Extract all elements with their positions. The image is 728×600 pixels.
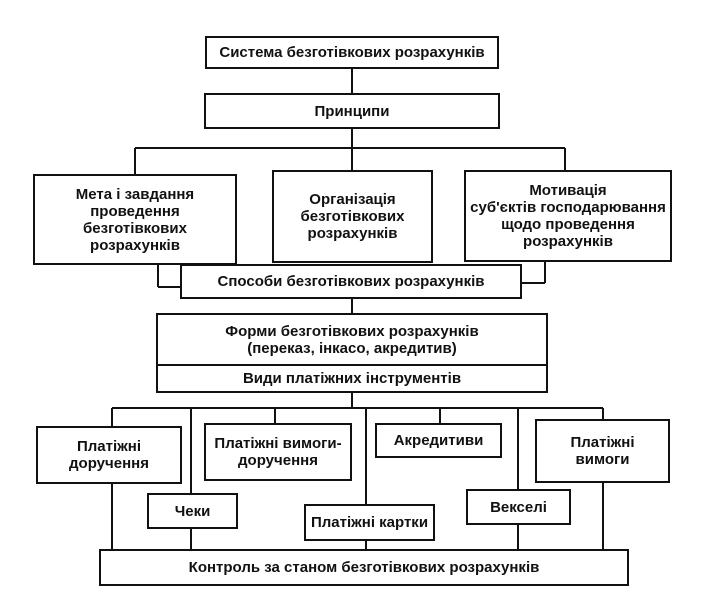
- node-demand-orders: Платіжні вимоги- доручення: [204, 423, 352, 481]
- node-payment-cards: Платіжні картки: [304, 504, 435, 541]
- node-goal: Мета і завдання проведення безготівкових…: [33, 174, 237, 265]
- node-bills: Векселі: [466, 489, 571, 525]
- node-motivation: Мотивація суб'єктів господарювання щодо …: [464, 170, 672, 262]
- node-principles: Принципи: [204, 93, 500, 129]
- node-organization: Організація безготівкових розрахунків: [272, 170, 433, 263]
- node-methods: Способи безготівкових розрахунків: [180, 264, 522, 299]
- node-payment-orders: Платіжні доручення: [36, 426, 182, 484]
- node-system: Система безготівкових розрахунків: [205, 36, 499, 69]
- node-instruments: Види платіжних інструментів: [156, 364, 548, 393]
- node-forms: Форми безготівкових розрахунків (переказ…: [156, 313, 548, 366]
- node-letters-of-credit: Акредитиви: [375, 423, 502, 458]
- node-control: Контроль за станом безготівкових розраху…: [99, 549, 629, 586]
- node-payment-demands: Платіжні вимоги: [535, 419, 670, 483]
- node-cheques: Чеки: [147, 493, 238, 529]
